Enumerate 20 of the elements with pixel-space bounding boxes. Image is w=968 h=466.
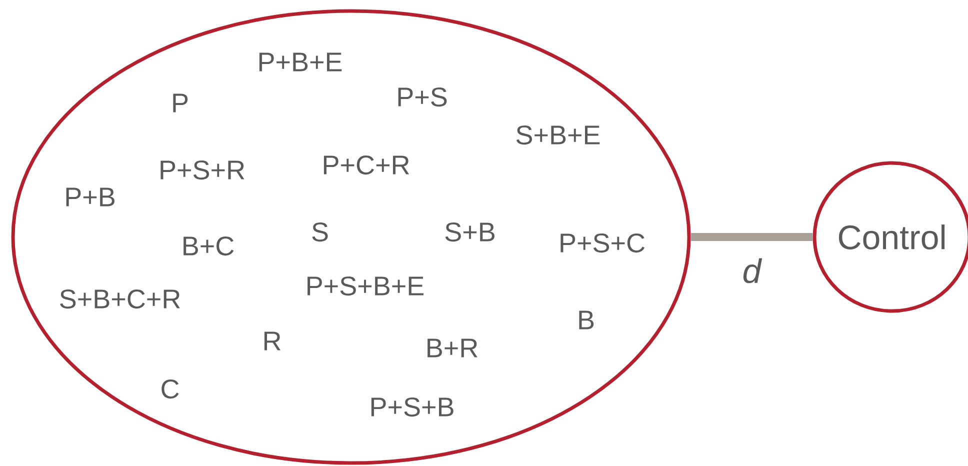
set-label: C (162, 379, 179, 399)
set-label: S+B (445, 222, 494, 242)
set-label: P+S+R (160, 160, 244, 180)
set-label: P+B (66, 188, 114, 206)
set-label: B (579, 310, 594, 330)
set-label: P+S+B (371, 397, 454, 417)
set-label: P+S+C (560, 233, 644, 253)
set-label: P (173, 94, 188, 112)
set-label: B+C (184, 236, 234, 256)
edge-label: d (743, 258, 762, 284)
set-label: S+B+E (516, 125, 600, 145)
set-label: S (312, 222, 328, 242)
set-label: P+B+E (259, 52, 342, 72)
set-label: B+R (428, 338, 478, 358)
set-label: P+C+R (324, 155, 410, 175)
set-label: P+S (398, 87, 447, 107)
set-label: S+B+C+R (60, 289, 180, 309)
connector-line (690, 233, 813, 241)
set-label: R (264, 332, 280, 350)
set-label: P+S+B+E (308, 276, 424, 296)
